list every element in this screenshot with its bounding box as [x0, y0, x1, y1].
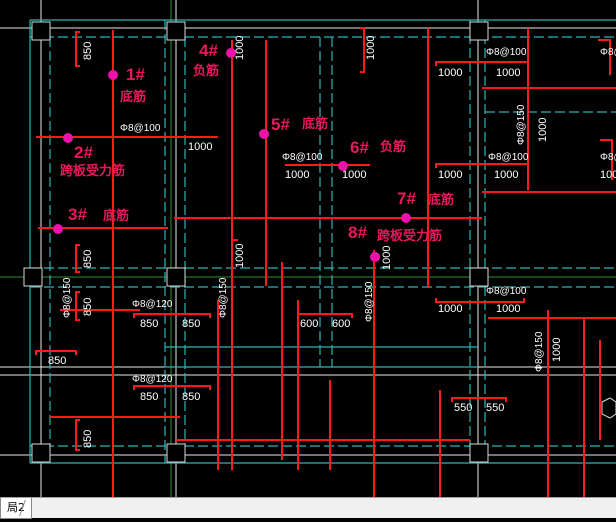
dim-text: 600 [332, 318, 350, 330]
dim-text: 550 [486, 402, 504, 414]
dim-text: 1000 [496, 303, 520, 315]
spec-text: Φ8@100 [486, 47, 527, 58]
dim-text: 1000 [600, 169, 616, 181]
dim-text: 850 [140, 391, 158, 403]
dim-text: 850 [82, 250, 94, 268]
label-4-text: 负筋 [193, 63, 219, 78]
label-4-num: 4# [199, 41, 218, 60]
status-bar: 局2 [0, 497, 616, 519]
label-6-text: 负筋 [380, 139, 406, 154]
dim-text: 850 [140, 318, 158, 330]
spec-text: Φ8@120 [132, 374, 173, 385]
label-2-text: 跨板受力筋 [60, 163, 125, 178]
dim-text: 1000 [234, 244, 246, 268]
label-7-num: 7# [397, 189, 416, 208]
dim-text: 850 [48, 355, 66, 367]
spec-text: Φ8@100 [600, 152, 616, 163]
dim-text: 1000 [188, 141, 212, 153]
dim-text: 1000 [285, 169, 309, 181]
dim-text: 1000 [438, 67, 462, 79]
spec-text: Φ8@150 [516, 104, 527, 145]
spec-text: Φ8@120 [132, 299, 173, 310]
dim-text: 1000 [551, 338, 563, 362]
dim-text: 850 [82, 42, 94, 60]
dim-text: 1000 [438, 303, 462, 315]
label-7-text: 底筋 [428, 192, 454, 207]
label-1-num: 1# [126, 65, 145, 84]
label-8-text: 跨板受力筋 [377, 228, 442, 243]
spec-text: Φ8@100 [488, 152, 529, 163]
dim-text: 550 [454, 402, 472, 414]
rebar-lines [35, 27, 616, 497]
label-5-text: 底筋 [302, 116, 328, 131]
dim-text: 1000 [438, 169, 462, 181]
label-6-num: 6# [350, 138, 369, 157]
dim-text: 1000 [342, 169, 366, 181]
label-3-text: 底筋 [103, 208, 129, 223]
rebar-tags [53, 48, 411, 262]
label-3-num: 3# [68, 205, 87, 224]
dim-text: 1000 [381, 246, 393, 270]
dim-text: 850 [182, 391, 200, 403]
spec-text: Φ8@150 [62, 277, 73, 318]
label-2-num: 2# [74, 143, 93, 162]
section-mark-icon [601, 397, 616, 419]
dim-text: 1000 [234, 36, 246, 60]
callout-labels: 1# 底筋 2# 跨板受力筋 3# 底筋 4# 负筋 5# 底筋 6# 负筋 7… [60, 41, 454, 243]
dim-text: 1000 [365, 36, 377, 60]
dim-text: 850 [82, 430, 94, 448]
axis-lines [0, 0, 616, 497]
spec-text: Φ8@100 [120, 123, 161, 134]
spec-text: Φ8@150 [534, 331, 545, 372]
spec-text: Φ8@150 [364, 281, 375, 322]
spec-text: Φ8@100 [282, 152, 323, 163]
spec-text: Φ8@100 [600, 47, 616, 58]
dim-text: 1000 [494, 169, 518, 181]
spec-text: Φ8@150 [218, 277, 229, 318]
dim-text: 600 [300, 318, 318, 330]
dimension-labels: 850 1000 1000 1000 1000 1000 1000 1000 1… [48, 36, 616, 448]
dim-text: 850 [182, 318, 200, 330]
dim-text: 850 [82, 298, 94, 316]
column-boxes [23, 21, 489, 463]
dim-text: 1000 [496, 67, 520, 79]
grid-lines [0, 0, 616, 497]
spec-text: Φ8@100 [486, 286, 527, 297]
label-5-num: 5# [271, 115, 290, 134]
label-1-text: 底筋 [120, 89, 146, 104]
label-8-num: 8# [348, 223, 367, 242]
rebar-specs: Φ8@100 Φ8@100 Φ8@100 Φ8@100 Φ8@150 Φ8@10… [62, 47, 616, 385]
dim-text: 1000 [537, 118, 549, 142]
layout-tab[interactable]: 局2 [0, 498, 32, 519]
